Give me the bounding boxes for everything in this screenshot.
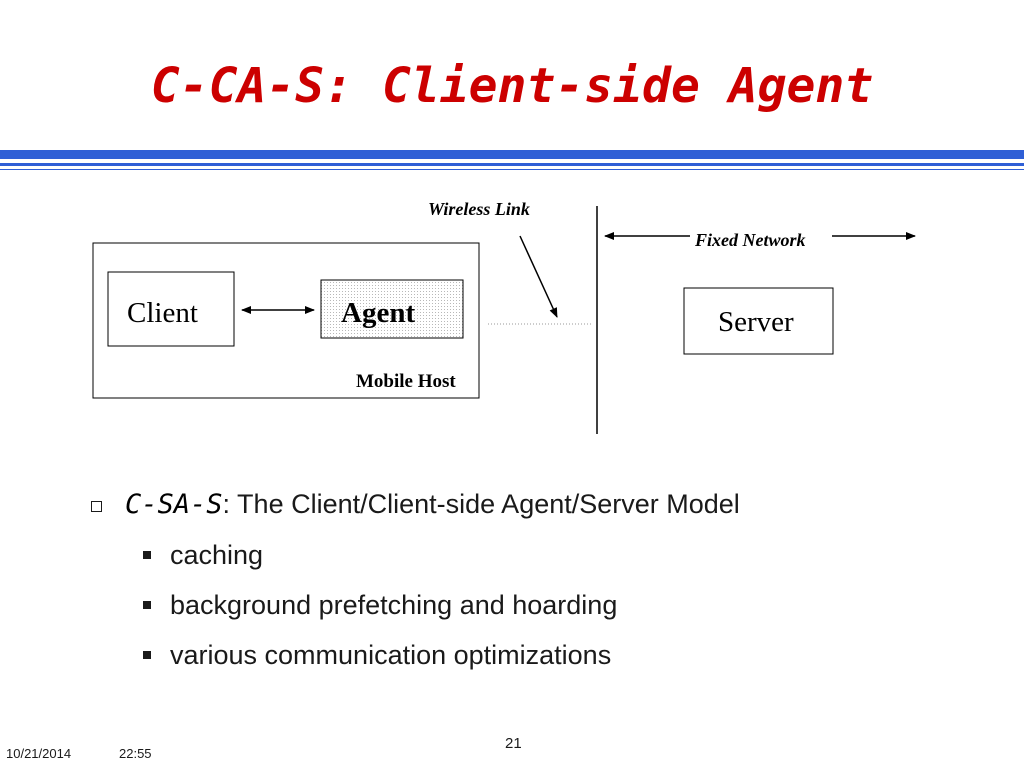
server-label: Server — [718, 306, 794, 338]
bullet-main: C-SA-S: The Client/Client-side Agent/Ser… — [88, 484, 740, 525]
server-box — [683, 287, 834, 355]
footer-date: 10/21/2014 — [6, 746, 72, 761]
bullet-sub-item: various communication optimizations — [88, 635, 740, 675]
bullet-main-text: : The Client/Client-side Agent/Server Mo… — [222, 489, 740, 519]
mobile-host-label: Mobile Host — [356, 371, 456, 392]
bullet-sub-text: various communication optimizations — [170, 640, 612, 670]
diagram-shapes — [92, 206, 916, 434]
bullet-sub-item: caching — [88, 535, 740, 575]
agent-box — [320, 279, 464, 339]
bullet-sub-item: background prefetching and hoarding — [88, 585, 740, 625]
bullet-list: C-SA-S: The Client/Client-side Agent/Ser… — [88, 484, 740, 675]
title-rule-thick — [0, 150, 1024, 159]
filled-square-bullet-icon — [143, 651, 151, 659]
slide-title: C-CA-S: Client-side Agent — [150, 58, 874, 114]
bullet-main-prefix: C-SA-S — [125, 489, 223, 520]
architecture-diagram: Wireless Link Fixed Network Client Agent… — [92, 199, 916, 434]
page-number: 21 — [505, 735, 522, 752]
bullet-sub-text: background prefetching and hoarding — [170, 590, 618, 620]
bullet-sub-text: caching — [170, 540, 264, 570]
agent-label: Agent — [341, 297, 416, 329]
client-label: Client — [127, 297, 198, 329]
title-rule-thin — [0, 169, 1024, 170]
fixed-network-label: Fixed Network — [695, 230, 806, 250]
title-rule-medium — [0, 163, 1024, 166]
filled-square-bullet-icon — [143, 601, 151, 609]
hollow-square-bullet-icon — [91, 501, 102, 512]
wireless-link-label: Wireless Link — [428, 199, 530, 219]
wireless-link-pointer — [519, 235, 558, 318]
client-box — [107, 271, 235, 347]
footer-time: 22:55 — [119, 746, 152, 761]
mobile-host-box — [92, 242, 480, 399]
filled-square-bullet-icon — [143, 551, 151, 559]
